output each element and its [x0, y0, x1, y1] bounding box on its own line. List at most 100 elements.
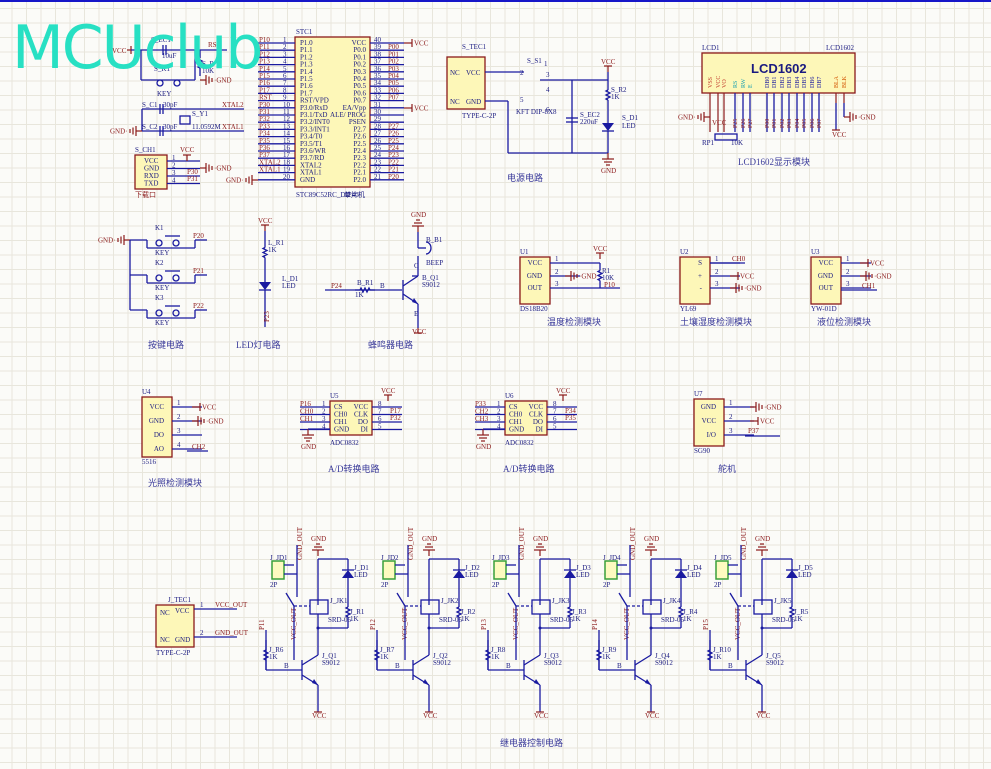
terminal-block	[382, 560, 396, 580]
net-label: P35	[565, 414, 576, 422]
part-name: LCD1602	[826, 44, 855, 52]
led-designator: L_D1	[282, 275, 299, 283]
transistor-arrow	[645, 679, 651, 685]
pin-number: 36	[374, 65, 382, 73]
wire	[523, 654, 541, 666]
pin-name: P0.5	[353, 82, 366, 90]
pin-number: 4	[172, 177, 176, 185]
pin-name: GND	[175, 636, 190, 644]
net-label: P27	[748, 119, 754, 128]
lcd-pin-name: DB5	[802, 77, 808, 88]
wire	[402, 275, 419, 287]
net-label: P02	[780, 119, 786, 128]
net-label: P32	[259, 115, 270, 123]
lcd-pin-name: VCC	[716, 76, 722, 88]
pin-name: VCC	[819, 259, 834, 267]
adc-title: A/D转换电路	[328, 463, 380, 474]
res-designator: J_R2	[461, 608, 476, 616]
pin-name: P3.7/RD	[300, 154, 324, 162]
resistor-icon	[373, 649, 381, 661]
gnd-label: ·GND	[874, 273, 892, 281]
res-value: 1K	[268, 246, 277, 254]
designator: J_TEC1	[168, 596, 191, 604]
pin-number: 8	[553, 400, 557, 408]
pin-number: 1	[729, 399, 733, 407]
pin-number: 13	[283, 122, 291, 130]
nc-label: NC	[160, 636, 170, 644]
net-label: P37	[748, 427, 759, 435]
gnd-label: ·GND	[206, 418, 224, 426]
key-contact	[172, 274, 180, 282]
designator: U2	[680, 248, 689, 256]
pin-number: 17	[283, 151, 291, 159]
pin-number: 1	[322, 400, 326, 408]
buzzer-type: BEEP	[426, 259, 443, 267]
pin-c: C	[414, 262, 419, 270]
led-type: LED	[465, 571, 479, 579]
pin-number: 32	[374, 94, 382, 102]
resistor-icon	[359, 286, 371, 294]
resistor-icon	[566, 606, 574, 618]
lcd-pin-name: DB4	[795, 77, 801, 88]
cap-designator: S_C1	[142, 101, 158, 109]
net-label: P14	[591, 619, 599, 630]
buzzer-designator: B_B1	[426, 236, 443, 244]
res-value: 1K	[380, 653, 389, 661]
net-label: VCC_OUT	[215, 601, 248, 609]
res-designator: S_R2	[611, 86, 627, 94]
key-designator: S_K1	[154, 65, 170, 73]
pin-e: E	[414, 310, 418, 318]
pin-name: DO	[533, 418, 543, 426]
net-label: P21	[388, 166, 399, 174]
wire	[412, 654, 430, 666]
pin-name: GND	[334, 426, 349, 434]
pin-number: 2	[172, 162, 176, 170]
part-name: TYPE-C-2P	[462, 112, 496, 120]
vcc-label: VCC	[202, 404, 217, 412]
pin-name: DI	[536, 426, 544, 434]
pin-number: 26	[374, 137, 382, 145]
res-designator: L_R1	[268, 239, 284, 247]
led-icon	[602, 123, 614, 131]
key-contact	[155, 274, 163, 282]
pin-name: P1.5	[300, 75, 313, 83]
pin-number: 3	[322, 415, 326, 423]
pin-number: 4	[177, 441, 181, 449]
pin-number: 2	[283, 43, 287, 51]
net-label: P23	[388, 151, 399, 159]
vcc-label: VCC	[423, 712, 438, 720]
pin-number: 1	[283, 36, 287, 44]
pin-number: 4	[283, 58, 287, 66]
pin-number: 10	[283, 101, 291, 109]
key-contact	[172, 309, 180, 317]
lcd-pin-name: RW	[741, 78, 747, 88]
vcc-label: VCC	[312, 712, 327, 720]
res-designator: J_R7	[380, 646, 395, 654]
buzzer-icon	[425, 241, 432, 255]
pin-name: GND	[144, 165, 159, 173]
pin-number: 7	[283, 79, 287, 87]
res-designator: J_R5	[794, 608, 809, 616]
net-label: CH2	[475, 408, 489, 416]
relay-coil	[642, 599, 662, 615]
led-designator: J_D5	[798, 564, 813, 572]
net-label: P26	[388, 130, 399, 138]
designator: U5	[330, 392, 339, 400]
relay-coil	[531, 599, 551, 615]
pin-name: GND	[527, 272, 542, 280]
resistor-icon	[196, 57, 204, 69]
lcd-pin-name: DB7	[817, 77, 823, 88]
key-contact	[172, 239, 180, 247]
pin-number: 40	[374, 36, 382, 44]
cap-value: 220uF	[580, 118, 598, 126]
transistor-type: S9012	[433, 659, 451, 667]
net-label: P27	[388, 122, 399, 130]
gnd-label: GND	[311, 535, 326, 543]
net-label: P16	[300, 400, 311, 408]
cap-designator: S_C2	[142, 123, 158, 131]
pin-name: CLK	[529, 411, 543, 419]
pin-name: P3.5/T1	[300, 140, 323, 148]
pin-number: 3	[846, 280, 850, 288]
pin-number: 1	[177, 399, 181, 407]
